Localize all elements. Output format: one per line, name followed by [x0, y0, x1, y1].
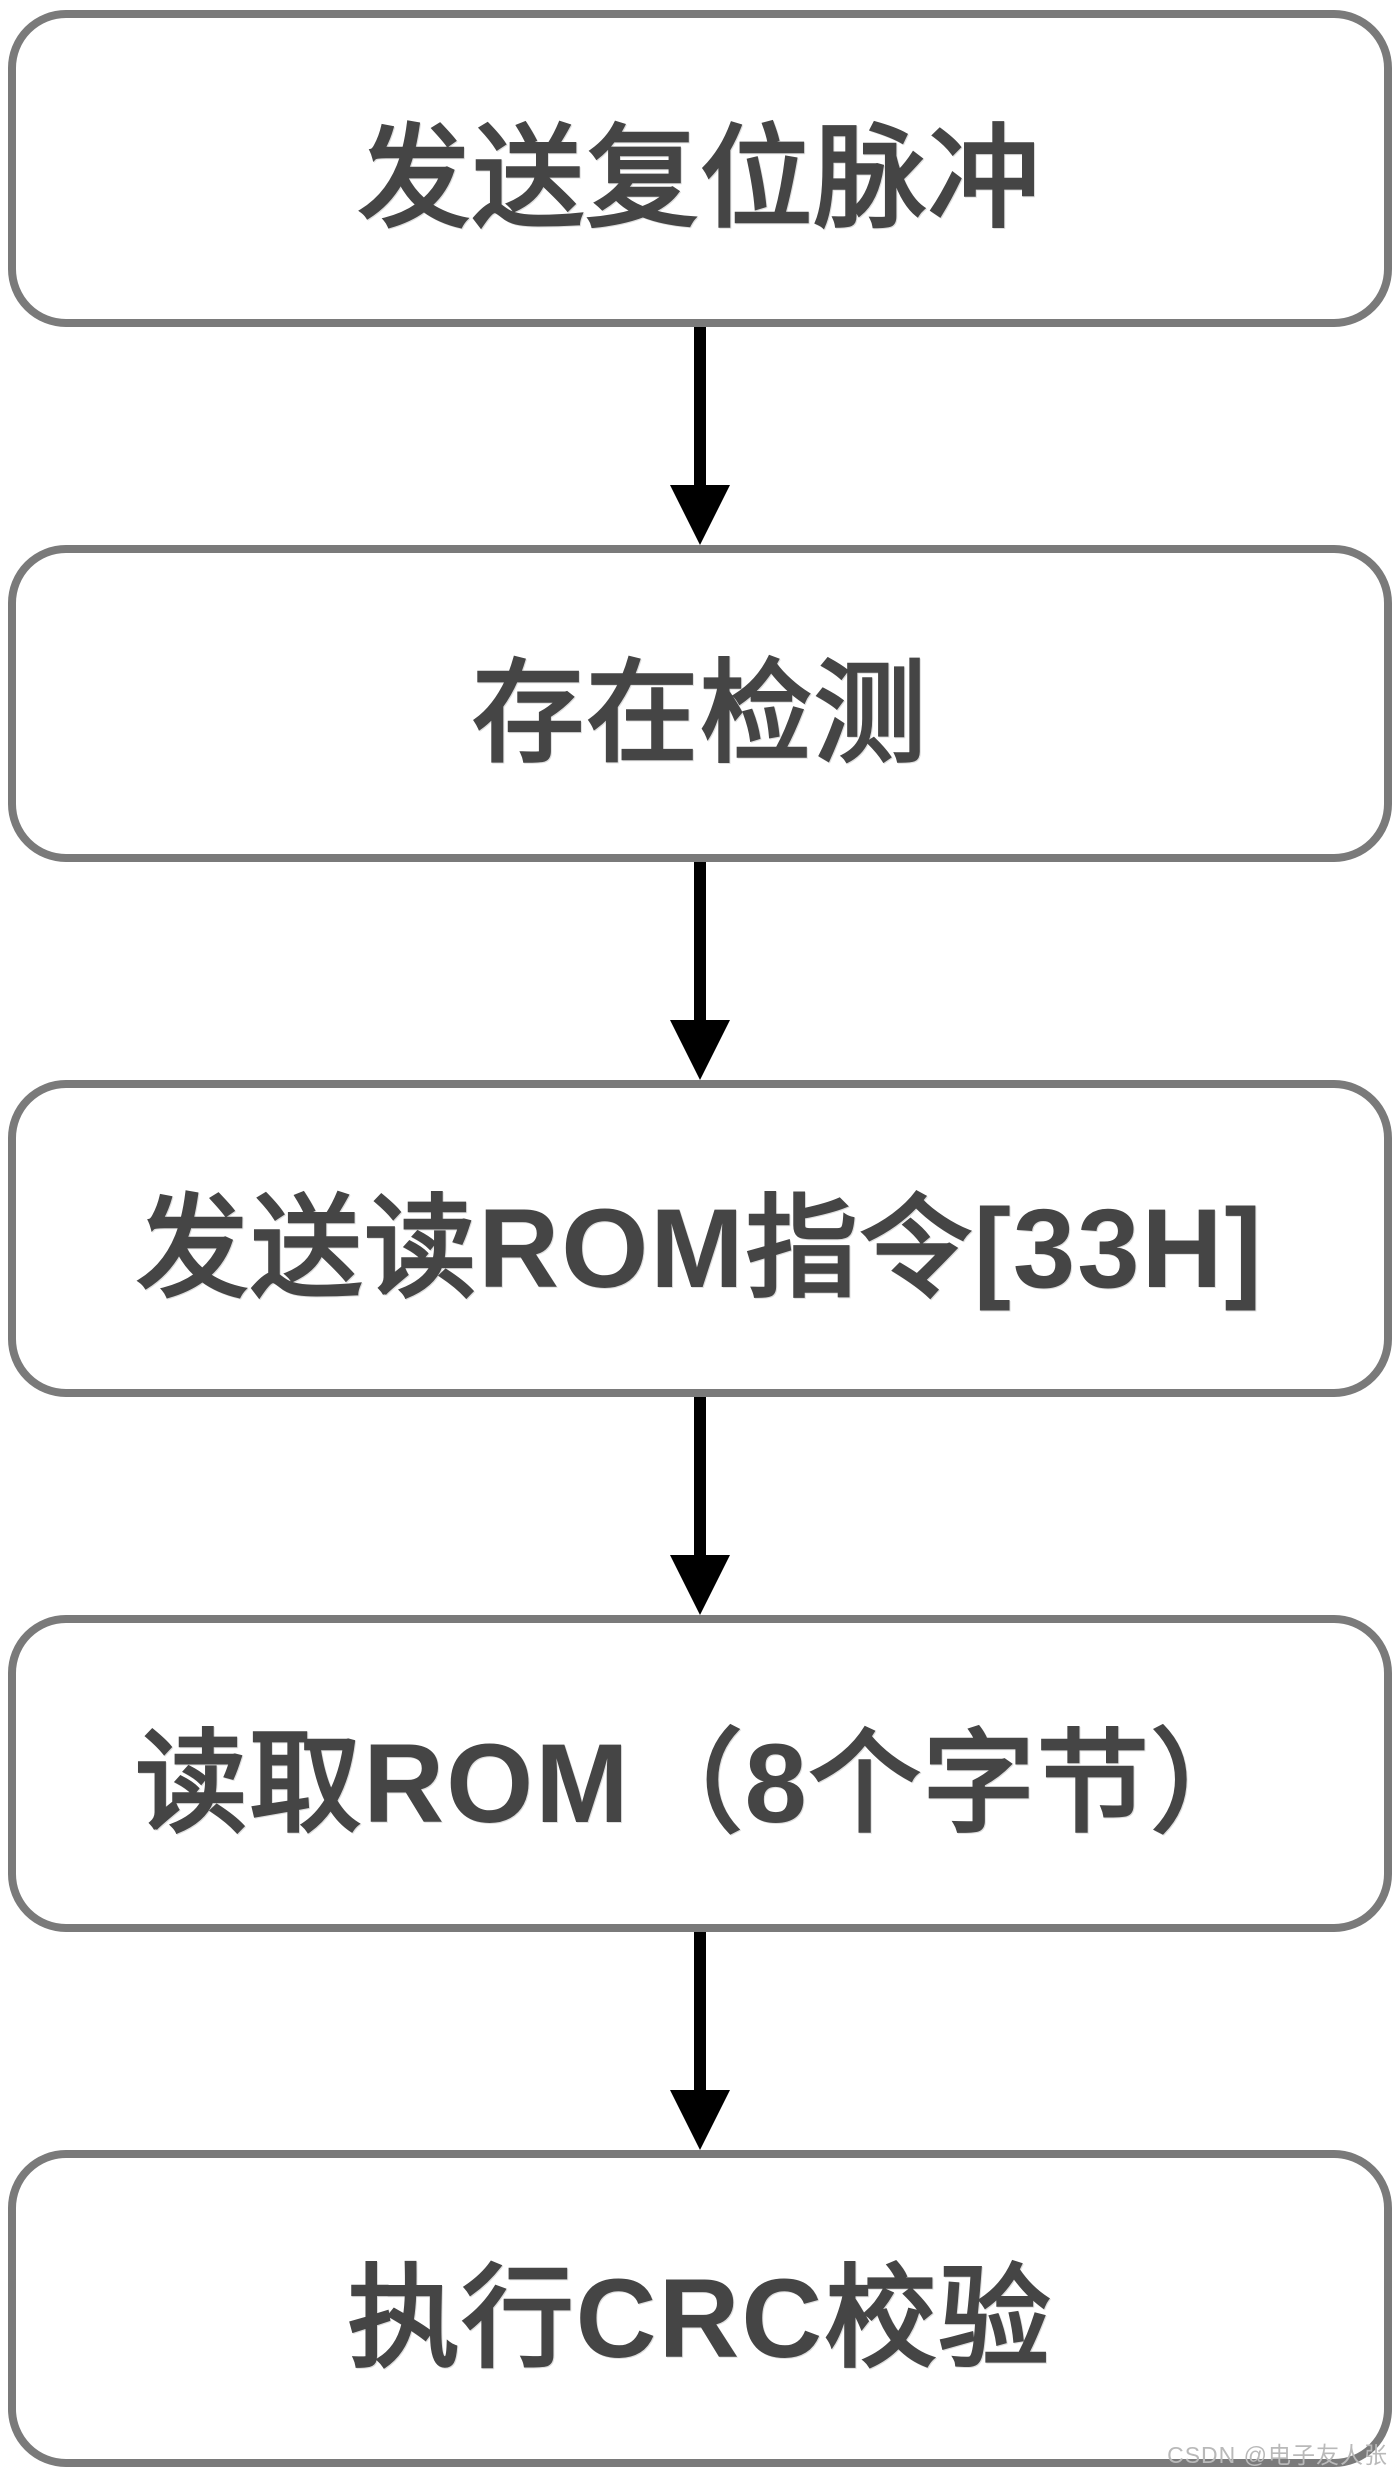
arrow-head-icon [670, 1555, 730, 1615]
arrow-shaft [694, 862, 706, 1020]
flow-arrow-down-icon [670, 327, 730, 545]
watermark-csdn: CSDN @电子友人张 [1167, 2442, 1388, 2468]
arrow-head-icon [670, 1020, 730, 1080]
step-send-reset-pulse: 发送复位脉冲 [8, 10, 1392, 327]
arrow-shaft [694, 327, 706, 485]
step-send-read-rom-command-label: 发送读ROM指令[33H] [136, 1185, 1264, 1311]
step-read-rom-bytes: 读取ROM（8个字节） [8, 1615, 1392, 1932]
step-send-read-rom-command: 发送读ROM指令[33H] [8, 1080, 1392, 1397]
arrow-shaft [694, 1397, 706, 1555]
step-presence-detect: 存在检测 [8, 545, 1392, 862]
step-send-reset-pulse-label: 发送复位脉冲 [358, 115, 1042, 241]
step-crc-check-label: 执行CRC校验 [347, 2255, 1053, 2381]
arrow-head-icon [670, 485, 730, 545]
flow-arrow-down-icon [670, 1932, 730, 2150]
step-read-rom-bytes-label: 读取ROM（8个字节） [135, 1720, 1265, 1846]
arrow-head-icon [670, 2090, 730, 2150]
flow-arrow-down-icon [670, 1397, 730, 1615]
step-crc-check: 执行CRC校验 [8, 2150, 1392, 2467]
flow-arrow-down-icon [670, 862, 730, 1080]
arrow-shaft [694, 1932, 706, 2090]
step-presence-detect-label: 存在检测 [472, 650, 928, 776]
flowchart: 发送复位脉冲 存在检测 发送读ROM指令[33H] 读取ROM（8个字节） [8, 10, 1392, 2467]
